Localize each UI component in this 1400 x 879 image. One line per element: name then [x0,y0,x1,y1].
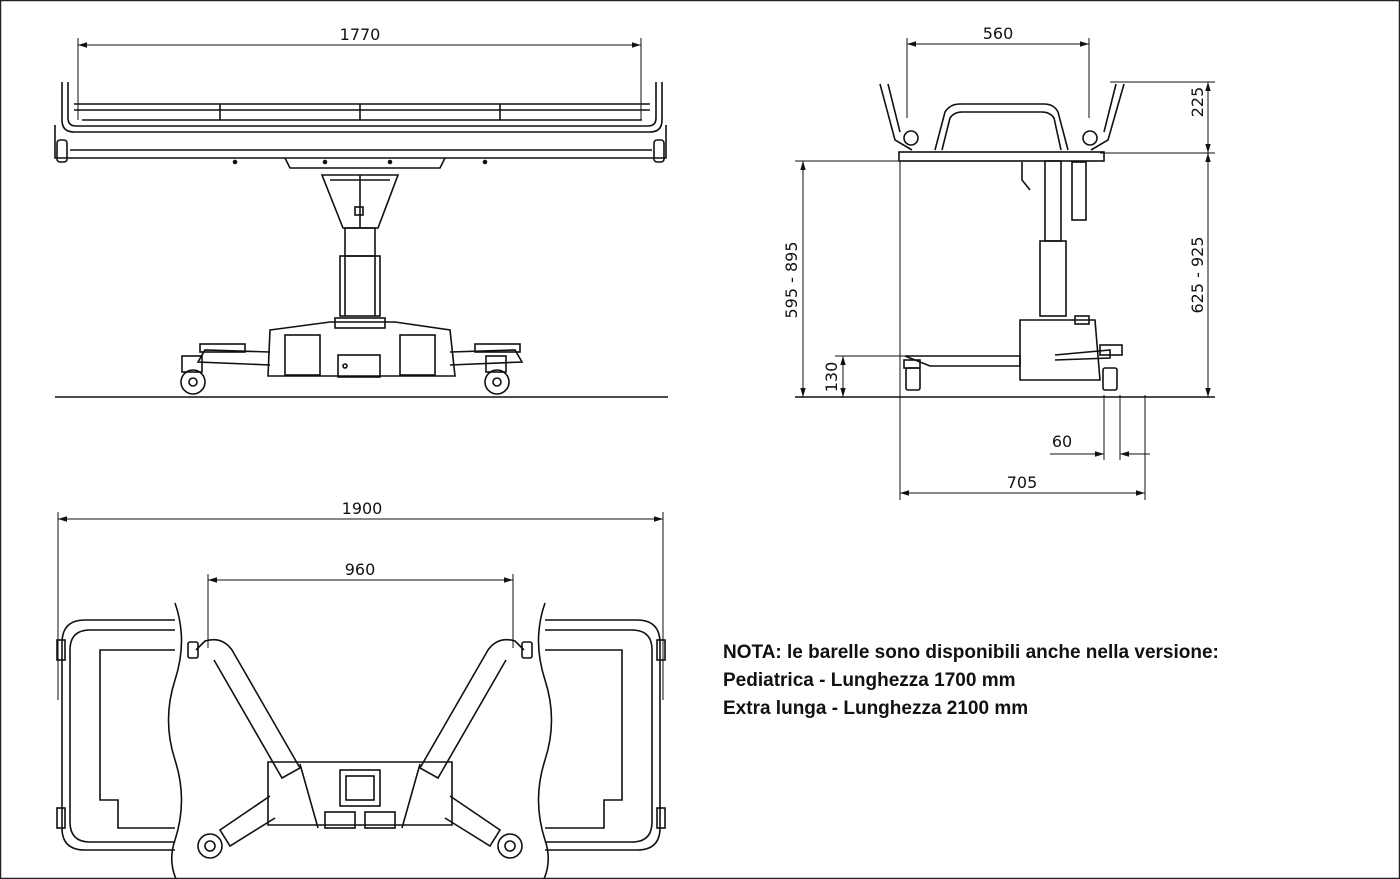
note-line-3: Extra lunga - Lunghezza 2100 mm [723,698,1029,719]
dim-label-595-895: 595 - 895 [782,241,801,318]
dim-label-1770: 1770 [340,25,381,44]
dim-label-625-925: 625 - 925 [1188,236,1207,313]
side-view [54,38,668,398]
dim-label-60: 60 [1052,432,1072,451]
dim-label-705: 705 [1007,473,1038,492]
note-line-2: Pediatrica - Lunghezza 1700 mm [723,670,1016,691]
top-view [56,512,666,879]
dim-label-560: 560 [983,24,1014,43]
dim-label-130: 130 [822,362,841,393]
end-view [795,38,1215,500]
dim-label-225: 225 [1188,87,1207,118]
dim-label-960: 960 [345,560,376,579]
dim-label-1900: 1900 [342,499,383,518]
availability-note: NOTA: le barelle sono disponibili anche … [723,639,1219,723]
note-line-1: NOTA: le barelle sono disponibili anche … [723,642,1219,663]
